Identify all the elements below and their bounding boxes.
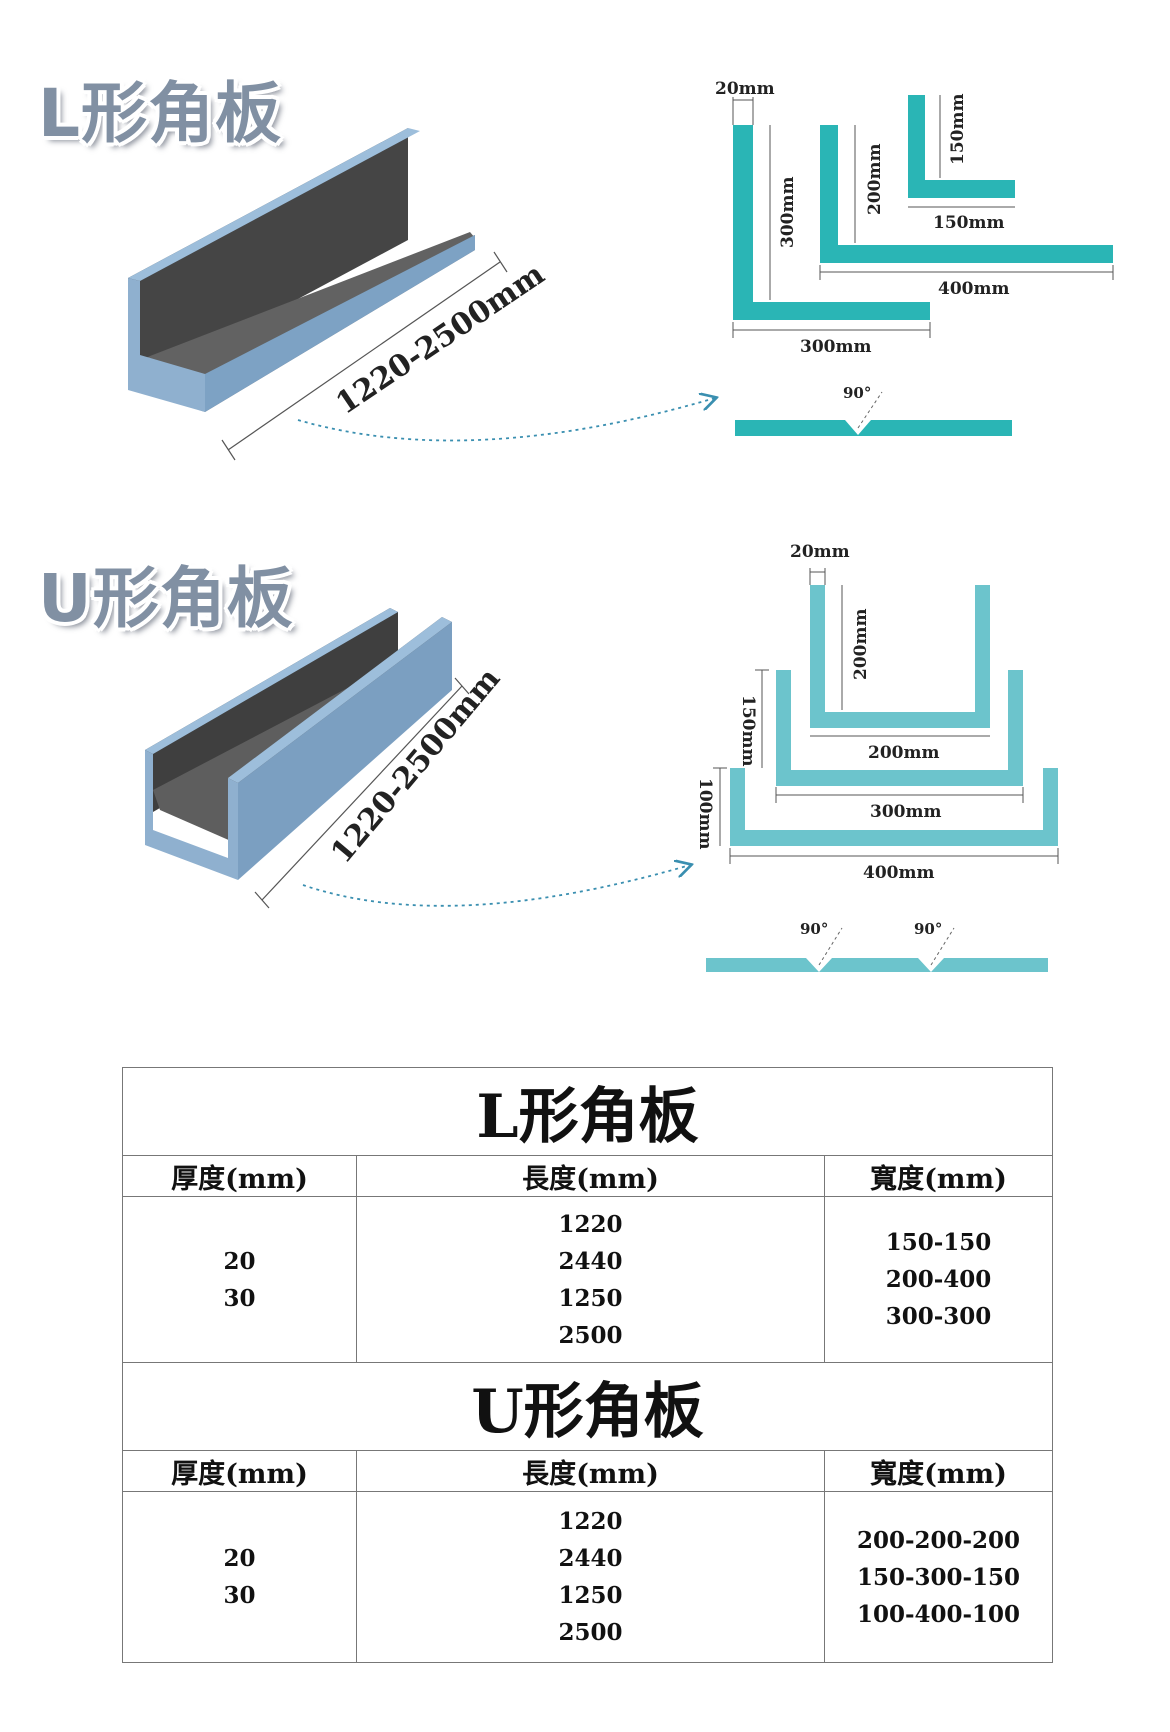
u-profile-300 (776, 670, 1023, 786)
l-thickness-cell: 20 30 (122, 1196, 357, 1363)
l-length-value: 1220 (558, 1210, 623, 1238)
u-width-value: 150-300-150 (856, 1563, 1021, 1591)
l-w300-label: 300mm (800, 337, 871, 357)
l-header-length: 長度(mm) (356, 1155, 825, 1197)
u-thickness-value: 30 (223, 1582, 256, 1609)
u-board-illustration: 1220-2500mm (145, 608, 1170, 909)
l-length-value: 1250 (558, 1284, 623, 1312)
l-thickness-value: 20 (223, 1247, 256, 1275)
u-angle2-label: 90° (914, 920, 942, 938)
l-profile-diagram: 20mm 300mm 200mm 150mm 150mm 400mm 300mm… (715, 79, 1114, 436)
u-h100-label: 100mm (695, 778, 715, 849)
u-profile-200 (810, 585, 990, 728)
u-length-value: 1250 (558, 1582, 623, 1609)
l-h150-label: 150mm (948, 94, 968, 165)
u-header-thickness: 厚度(mm) (122, 1450, 357, 1492)
u-h200-label: 200mm (851, 609, 871, 680)
l-length-cell: 1220 2440 1250 2500 (356, 1196, 825, 1363)
u-flat-board (706, 958, 1048, 972)
l-h300-label: 300mm (778, 177, 798, 248)
u-thickness-cell: 20 30 (122, 1491, 357, 1663)
l-section-title: L形角板 (38, 75, 283, 152)
u-width-cell: 200-200-200 150-300-150 100-400-100 (823, 1491, 1054, 1663)
l-board-illustration: 1220-2500mm (128, 128, 1170, 461)
u-length-value: 2500 (558, 1619, 623, 1646)
l-width-value: 150-150 (885, 1229, 992, 1256)
u-thickness-value: 20 (223, 1545, 256, 1572)
l-table-title: L形角板 (121, 1067, 1054, 1156)
l-header-width: 寬度(mm) (823, 1155, 1054, 1197)
u-h150-label: 150mm (738, 695, 758, 766)
u-length-value: 1220 (558, 1508, 623, 1535)
l-profile-300 (733, 125, 930, 320)
l-profile-150 (908, 95, 1015, 198)
u-header-width: 寬度(mm) (823, 1450, 1054, 1492)
u-table-title: U形角板 (121, 1362, 1054, 1451)
u-width-value: 100-400-100 (856, 1600, 1021, 1628)
l-angle-label: 90° (843, 384, 871, 402)
u-w300-label: 300mm (870, 802, 941, 822)
u-w400-label: 400mm (863, 863, 934, 883)
l-h200-label: 200mm (865, 144, 885, 215)
l-width-cell: 150-150 200-400 300-300 (823, 1196, 1054, 1363)
l-length-value: 2500 (558, 1321, 623, 1349)
u-w200-label: 200mm (868, 743, 939, 763)
u-angle1-label: 90° (800, 920, 828, 938)
u-profile-400 (730, 768, 1058, 846)
u-length-value: 2440 (558, 1545, 623, 1572)
l-width-value: 300-300 (885, 1303, 992, 1330)
l-profile-400 (820, 125, 1113, 263)
l-w150-label: 150mm (933, 213, 1004, 233)
l-header-thickness: 厚度(mm) (122, 1155, 357, 1197)
l-thickness-label: 20mm (715, 79, 775, 99)
spec-table: L形角板 厚度(mm) 長度(mm) 寬度(mm) 20 30 1220 244… (121, 1067, 1054, 1663)
u-section-title: U形角板 (38, 560, 294, 637)
l-flat-board (735, 420, 1012, 436)
u-width-value: 200-200-200 (856, 1526, 1021, 1554)
u-header-length: 長度(mm) (356, 1450, 825, 1492)
u-length-cell: 1220 2440 1250 2500 (356, 1491, 825, 1663)
l-length-value: 2440 (558, 1247, 623, 1275)
l-thickness-value: 30 (223, 1284, 256, 1312)
u-thickness-label: 20mm (790, 542, 850, 562)
l-w400-label: 400mm (938, 279, 1009, 299)
l-width-value: 200-400 (885, 1266, 992, 1293)
